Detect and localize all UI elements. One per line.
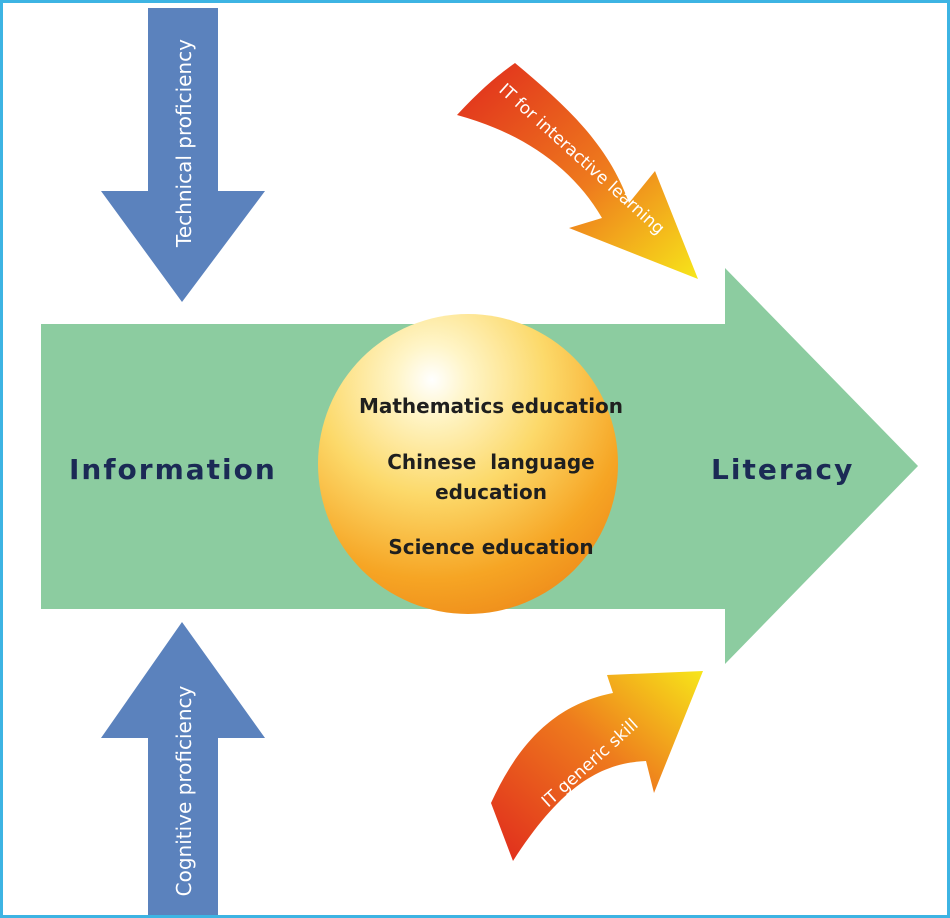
top-down-arrow	[101, 8, 265, 302]
sphere-line-mathematics: Mathematics education	[359, 394, 623, 418]
sphere-line-chinese: Chinese language	[387, 450, 595, 474]
upper-curved-arrow-label: IT for interactive learning	[495, 80, 669, 239]
bottom-up-arrow	[101, 622, 265, 915]
center-sphere	[318, 314, 618, 614]
sphere-line-science: Science education	[388, 535, 593, 559]
bottom-arrow-label: Cognitive proficiency	[172, 685, 196, 896]
diagram-svg: Technical proficiency Cognitive proficie…	[41, 8, 918, 915]
top-arrow-label: Technical proficiency	[172, 39, 196, 248]
upper-curved-arrow	[457, 63, 698, 279]
literacy-label: Literacy	[711, 453, 854, 486]
lower-curved-arrow	[491, 671, 703, 861]
information-label: Information	[69, 453, 277, 486]
sphere-line-education: education	[435, 480, 547, 504]
